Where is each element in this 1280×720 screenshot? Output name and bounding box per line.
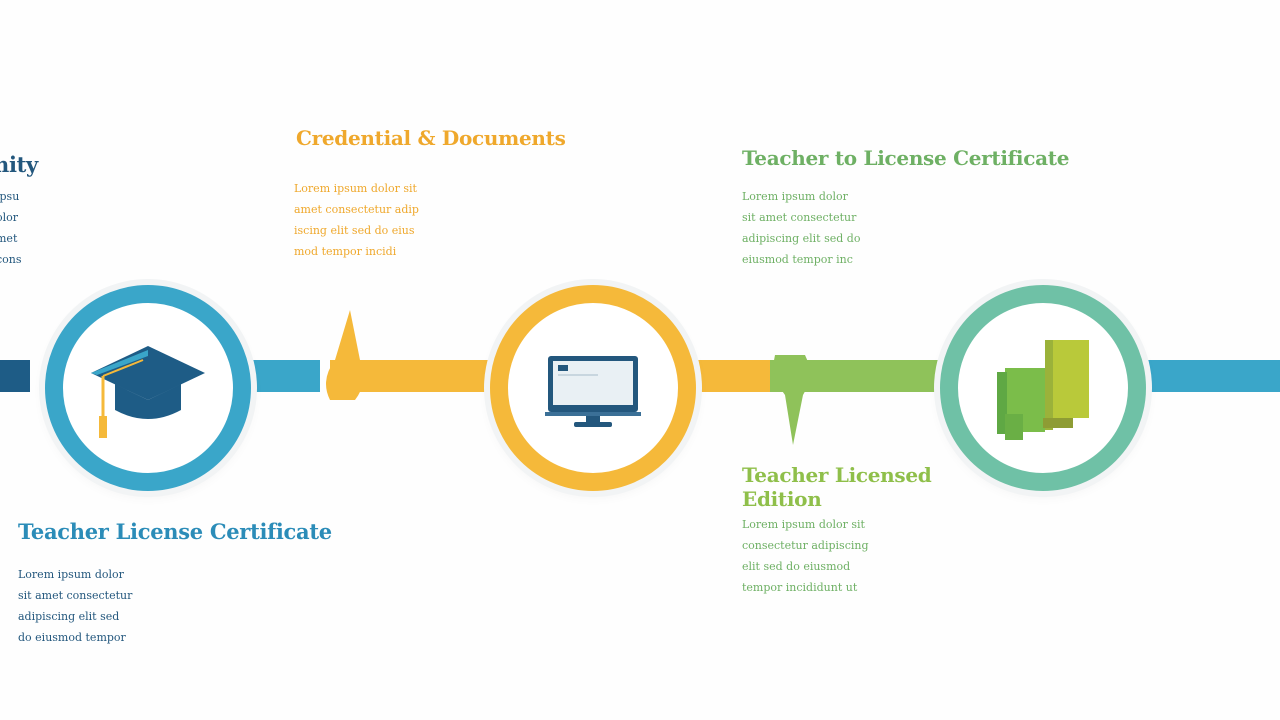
down-pointer-icon <box>773 355 810 445</box>
step-1-title: Teacher License Certificate <box>18 519 332 544</box>
step-3-body: Lorem ipsum dolor sit amet consectetur a… <box>742 190 861 266</box>
lower-right-body: Lorem ipsum dolor sit consectetur adipis… <box>742 518 869 594</box>
bar-chart-icon <box>997 340 1089 440</box>
timeline-bar-segment <box>1130 360 1280 392</box>
step-3-title: Teacher to License Certificate <box>742 146 1070 170</box>
step-1-body: Lorem ipsum dolor sit amet consectetur a… <box>18 568 133 644</box>
edge-left-title: nity <box>0 152 38 177</box>
step-2-ring <box>490 285 696 491</box>
step-2-body: Lorem ipsum dolor sit amet consectetur a… <box>294 182 419 258</box>
graduation-cap-icon <box>91 346 205 438</box>
timeline-bar-segment <box>0 360 30 392</box>
step-3-ring <box>940 285 1146 491</box>
up-pointer-icon <box>326 310 364 400</box>
lower-right-title-line-2: Edition <box>742 487 822 511</box>
computer-monitor-icon <box>545 356 641 427</box>
lower-right-title-line-1: Teacher Licensed <box>742 463 932 487</box>
step-2-title: Credential & Documents <box>296 126 566 150</box>
edge-left-body: ipsu olor met cons <box>0 190 22 266</box>
step-1-ring <box>45 285 251 491</box>
